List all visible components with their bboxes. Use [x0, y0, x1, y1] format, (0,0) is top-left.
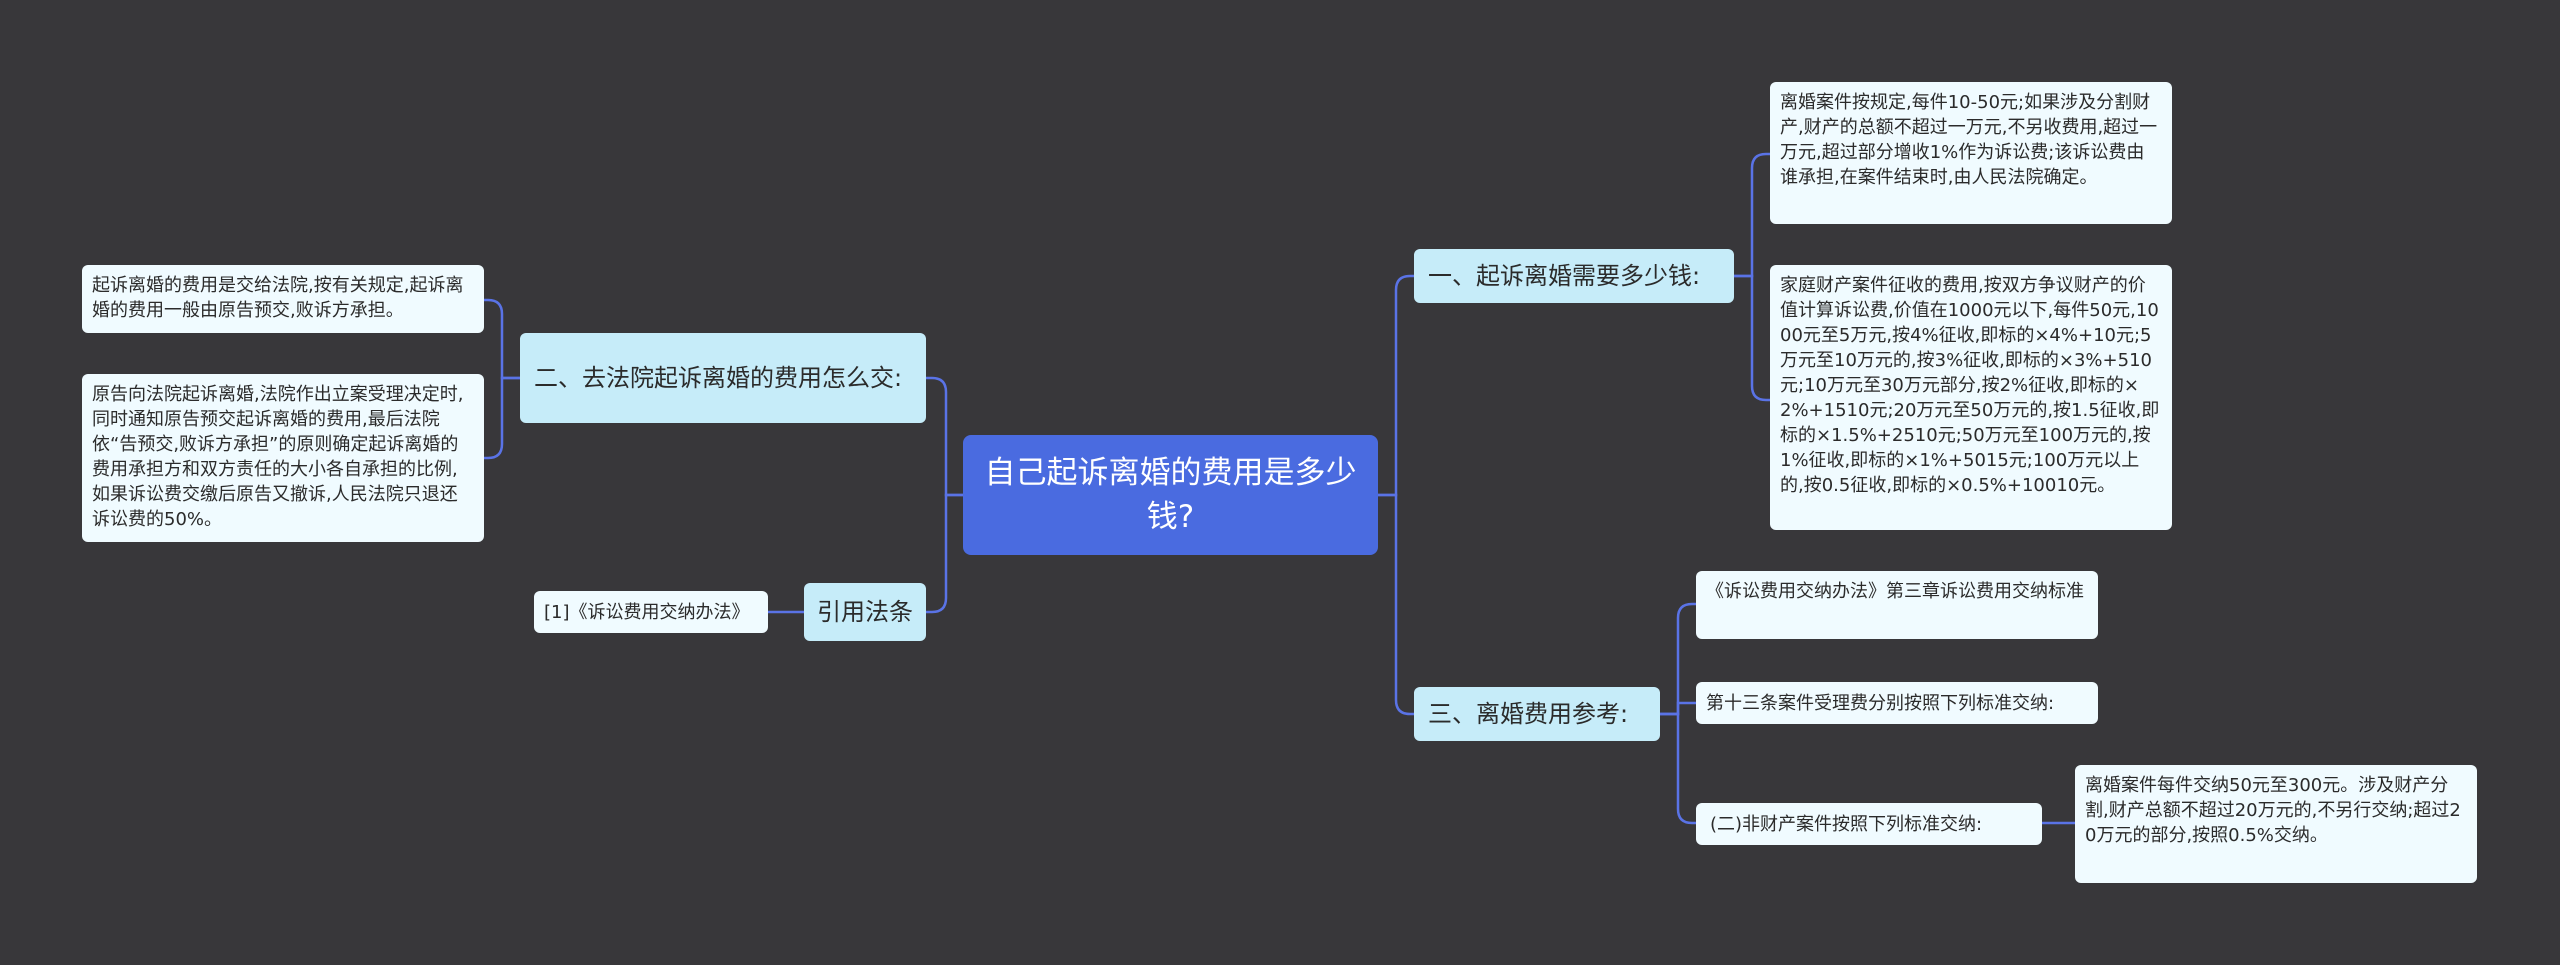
leaf-how-much-2-text: 家庭财产案件征收的费用,按双方争议财产的价值计算诉讼费,价值在1000元以下,每… — [1780, 275, 2160, 496]
leaf-reference-2[interactable]: 第十三条案件受理费分别按照下列标准交纳: — [1696, 682, 2098, 724]
leaf-how-much-1-text: 离婚案件按规定,每件10-50元;如果涉及分割财产,财产的总额不超过一万元,不另… — [1780, 92, 2158, 188]
connector-root-to-reference — [1376, 493, 1416, 716]
leaf-reference-3-text: (二)非财产案件按照下列标准交纳: — [1710, 813, 1983, 835]
leaf-reference-3[interactable]: (二)非财产案件按照下列标准交纳: — [1696, 803, 2042, 845]
branch-how-to-pay-label: 二、去法院起诉离婚的费用怎么交: — [534, 364, 903, 392]
root-topic-text: 自己起诉离婚的费用是多少钱? — [984, 455, 1357, 535]
leaf-reference-sub[interactable]: 离婚案件每件交纳50元至300元。涉及财产分割,财产总额不超过20万元的,不另行… — [2075, 765, 2477, 883]
connector-reference-leaf-1 — [1658, 602, 1698, 716]
leaf-how-much-1[interactable]: 离婚案件按规定,每件10-50元;如果涉及分割财产,财产的总额不超过一万元,不另… — [1770, 82, 2172, 224]
connector-how-much-leaf-1 — [1732, 152, 1772, 278]
root-topic[interactable]: 自己起诉离婚的费用是多少钱? — [963, 435, 1378, 555]
connector-root-to-law — [924, 493, 965, 614]
leaf-how-to-pay-2-text: 原告向法院起诉离婚,法院作出立案受理决定时,同时通知原告预交起诉离婚的费用,最后… — [92, 384, 464, 530]
connector-how-to-pay-leaf-1 — [482, 298, 522, 380]
branch-how-to-pay[interactable]: 二、去法院起诉离婚的费用怎么交: — [520, 333, 926, 423]
leaf-law-1[interactable]: [1]《诉讼费用交纳办法》 — [534, 591, 768, 633]
leaf-how-to-pay-2[interactable]: 原告向法院起诉离婚,法院作出立案受理决定时,同时通知原告预交起诉离婚的费用,最后… — [82, 374, 484, 542]
connector-reference-leaf-2 — [1658, 701, 1698, 716]
leaf-how-much-2[interactable]: 家庭财产案件征收的费用,按双方争议财产的价值计算诉讼费,价值在1000元以下,每… — [1770, 265, 2172, 530]
leaf-how-to-pay-1[interactable]: 起诉离婚的费用是交给法院,按有关规定,起诉离婚的费用一般由原告预交,败诉方承担。 — [82, 265, 484, 333]
branch-reference-label: 三、离婚费用参考: — [1428, 700, 1629, 728]
branch-how-much[interactable]: 一、起诉离婚需要多少钱: — [1414, 249, 1734, 303]
leaf-law-1-text: [1]《诉讼费用交纳办法》 — [544, 601, 750, 623]
connector-reference-leaf-3 — [1658, 712, 1698, 825]
leaf-reference-1-text: 《诉讼费用交纳办法》第三章诉讼费用交纳标准 — [1706, 581, 2084, 602]
leaf-reference-2-text: 第十三条案件受理费分别按照下列标准交纳: — [1706, 692, 2055, 714]
branch-reference[interactable]: 三、离婚费用参考: — [1414, 687, 1660, 741]
connector-how-much-leaf-2 — [1732, 274, 1772, 402]
connector-how-to-pay-leaf-2 — [482, 376, 522, 460]
connector-root-to-how-much — [1376, 274, 1416, 497]
branch-law[interactable]: 引用法条 — [804, 583, 926, 641]
connector-root-to-how-to-pay — [924, 376, 965, 497]
leaf-how-to-pay-1-text: 起诉离婚的费用是交给法院,按有关规定,起诉离婚的费用一般由原告预交,败诉方承担。 — [92, 275, 464, 321]
leaf-reference-sub-text: 离婚案件每件交纳50元至300元。涉及财产分割,财产总额不超过20万元的,不另行… — [2085, 775, 2461, 846]
branch-law-label: 引用法条 — [817, 598, 913, 626]
leaf-reference-1[interactable]: 《诉讼费用交纳办法》第三章诉讼费用交纳标准 — [1696, 571, 2098, 639]
branch-how-much-label: 一、起诉离婚需要多少钱: — [1428, 262, 1701, 290]
